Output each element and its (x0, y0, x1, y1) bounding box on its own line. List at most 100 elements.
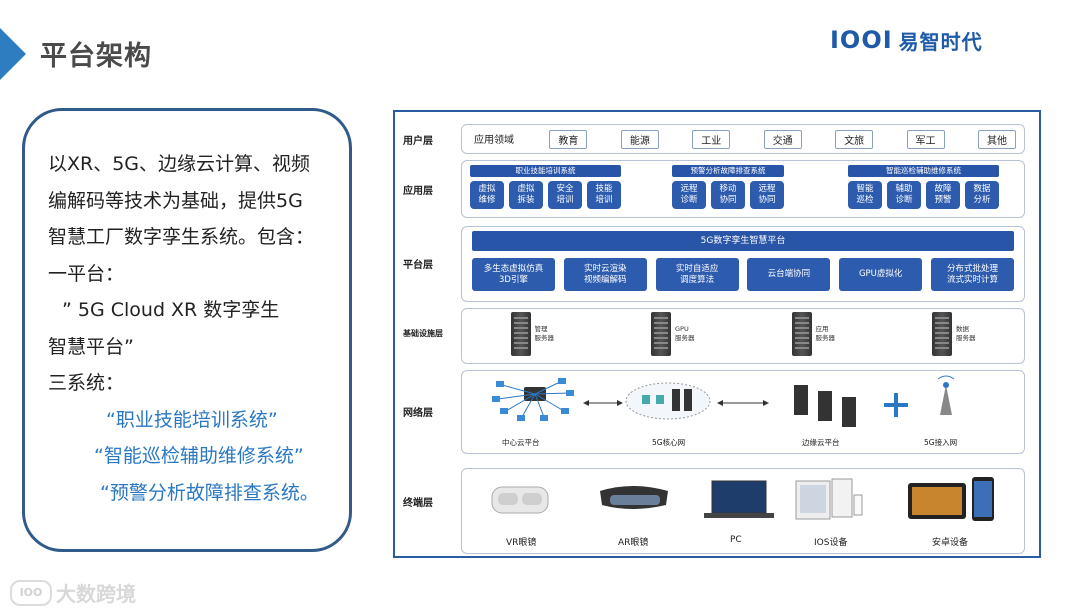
logo-mark: IOOI (830, 26, 893, 54)
desc-line: 智慧工厂数字孪生系统。包含： (48, 219, 348, 256)
infra-layer: 基础设施层 管理 服务器 GPU 服务器 应用 服务器 数据 服务器 (395, 306, 1039, 364)
layer-label: 应用层 (403, 182, 433, 197)
terminal-layer: 终端层 (395, 464, 1039, 554)
logo-text: 易智时代 (899, 26, 983, 55)
network-label: 边缘云平台 (802, 437, 840, 448)
server-rack-icon (511, 312, 531, 356)
core-network-cloud-icon (626, 383, 710, 419)
platform-layer: 平台层 5G数字孪生智慧平台 多生态虚拟仿真 3D引擎 实时云渲染 视频编解码 … (395, 224, 1039, 302)
desc-line: 智慧平台” (48, 329, 348, 366)
app-node: 远程 诊断 (672, 181, 706, 209)
app-node: 远程 协同 (750, 181, 784, 209)
network-layer: 网络层 (395, 368, 1039, 454)
architecture-diagram: 用户层 应用领域 教育 能源 工业 交通 文旅 军工 其他 应用层 职业技能培训… (393, 110, 1041, 558)
company-logo: IOOI 易智时代 (830, 26, 983, 54)
ar-glasses-icon (600, 486, 668, 509)
terminal-label: VR眼镜 (506, 535, 536, 548)
platform-node: 云台端协同 (747, 258, 830, 291)
layer-label: 用户层 (403, 132, 433, 147)
app-node: 故障 预警 (926, 181, 960, 209)
app-node: 安全 培训 (548, 181, 582, 209)
vr-headset-icon (492, 487, 548, 513)
page-title: 平台架构 (40, 34, 152, 73)
server-label: 管理 服务器 (535, 325, 555, 343)
app-group-title: 智能巡检辅助维修系统 (848, 165, 999, 177)
system-name-training: “职业技能培训系统” (48, 402, 348, 439)
base-station-icon (938, 376, 954, 415)
app-group: 智能巡检辅助维修系统 智能 巡检 辅助 诊断 故障 预警 数据 分析 (848, 165, 999, 209)
app-group: 职业技能培训系统 虚拟 维修 虚拟 拆装 安全 培训 技能 培训 (470, 165, 621, 209)
app-node: 技能 培训 (587, 181, 621, 209)
terminal-layer-box: VR眼镜 AR眼镜 PC IOS设备 安卓设备 (461, 468, 1025, 554)
server-label: GPU 服务器 (675, 325, 695, 343)
layer-label: 网络层 (403, 404, 433, 419)
app-group: 预警分析故障排查系统 远程 诊断 移动 协同 远程 协同 (672, 165, 784, 209)
user-item: 交通 (764, 130, 802, 149)
ios-devices-icon (796, 479, 862, 519)
infra-layer-box: 管理 服务器 GPU 服务器 应用 服务器 数据 服务器 (461, 308, 1025, 364)
plus-icon (884, 393, 908, 417)
watermark-icon: IOO (10, 580, 52, 606)
server: 应用 服务器 (792, 312, 836, 356)
app-node: 辅助 诊断 (887, 181, 921, 209)
server: GPU 服务器 (651, 312, 695, 356)
app-layer: 应用层 职业技能培训系统 虚拟 维修 虚拟 拆装 安全 培训 技能 培训 预警分… (395, 158, 1039, 218)
laptop-icon (704, 481, 774, 518)
desc-line: 以XR、5G、边缘云计算、视频 (48, 146, 348, 183)
platform-node: 多生态虚拟仿真 3D引擎 (472, 258, 555, 291)
system-name-warning: “预警分析故障排查系统。 (48, 475, 348, 512)
server-rack-icon (792, 312, 812, 356)
terminal-label: 安卓设备 (932, 535, 968, 548)
user-item: 工业 (692, 130, 730, 149)
user-item: 教育 (549, 130, 587, 149)
terminal-label: IOS设备 (814, 535, 847, 548)
terminal-label: PC (730, 535, 742, 545)
edge-cloud-icon (794, 385, 856, 427)
platform-layer-box: 5G数字孪生智慧平台 多生态虚拟仿真 3D引擎 实时云渲染 视频编解码 实时自适… (461, 226, 1025, 302)
server-label: 数据 服务器 (956, 325, 976, 343)
layer-label: 基础设施层 (403, 328, 443, 339)
network-label: 5G核心网 (652, 437, 685, 448)
user-item: 应用领域 (472, 130, 516, 149)
app-layer-box: 职业技能培训系统 虚拟 维修 虚拟 拆装 安全 培训 技能 培训 预警分析故障排… (461, 160, 1025, 218)
app-group-title: 预警分析故障排查系统 (672, 165, 784, 177)
platform-node: GPU虚拟化 (839, 258, 922, 291)
server-rack-icon (932, 312, 952, 356)
terminal-graphic (462, 473, 1018, 535)
desc-line: 三系统： (48, 365, 348, 402)
platform-node: 分布式批处理 流式实时计算 (931, 258, 1014, 291)
system-name-inspection: “智能巡检辅助维修系统” (48, 438, 348, 475)
app-group-title: 职业技能培训系统 (470, 165, 621, 177)
platform-node: 实时云渲染 视频编解码 (564, 258, 647, 291)
desc-line: 编解码等技术为基础，提供5G (48, 183, 348, 220)
watermark-text: 大数跨境 (56, 578, 136, 607)
user-item: 其他 (978, 130, 1016, 149)
app-node: 数据 分析 (965, 181, 999, 209)
desc-line: 一平台： (48, 256, 348, 293)
network-label: 5G接入网 (924, 437, 957, 448)
server: 管理 服务器 (511, 312, 555, 356)
server-rack-icon (651, 312, 671, 356)
android-devices-icon (908, 477, 994, 521)
app-node: 虚拟 维修 (470, 181, 504, 209)
description-text: 以XR、5G、边缘云计算、视频 编解码等技术为基础，提供5G 智慧工厂数字孪生系… (48, 146, 348, 511)
user-item: 文旅 (835, 130, 873, 149)
user-layer-box: 应用领域 教育 能源 工业 交通 文旅 军工 其他 (461, 124, 1025, 154)
layer-label: 终端层 (403, 494, 433, 509)
app-node: 移动 协同 (711, 181, 745, 209)
user-item: 军工 (907, 130, 945, 149)
terminal-label: AR眼镜 (618, 535, 648, 548)
layer-label: 平台层 (403, 256, 433, 271)
user-item: 能源 (621, 130, 659, 149)
central-cloud-icon (492, 378, 574, 421)
app-node: 虚拟 拆装 (509, 181, 543, 209)
servers: 管理 服务器 GPU 服务器 应用 服务器 数据 服务器 (462, 312, 1024, 356)
desc-line: ” 5G Cloud XR 数字孪生 (48, 292, 348, 329)
server: 数据 服务器 (932, 312, 976, 356)
server-label: 应用 服务器 (816, 325, 836, 343)
platform-title: 5G数字孪生智慧平台 (472, 231, 1014, 251)
user-items: 应用领域 教育 能源 工业 交通 文旅 军工 其他 (472, 130, 1016, 149)
platform-nodes: 多生态虚拟仿真 3D引擎 实时云渲染 视频编解码 实时自适应 调度算法 云台端协… (472, 258, 1014, 291)
title-accent-triangle (0, 28, 26, 80)
watermark: IOO 大数跨境 (10, 578, 136, 607)
